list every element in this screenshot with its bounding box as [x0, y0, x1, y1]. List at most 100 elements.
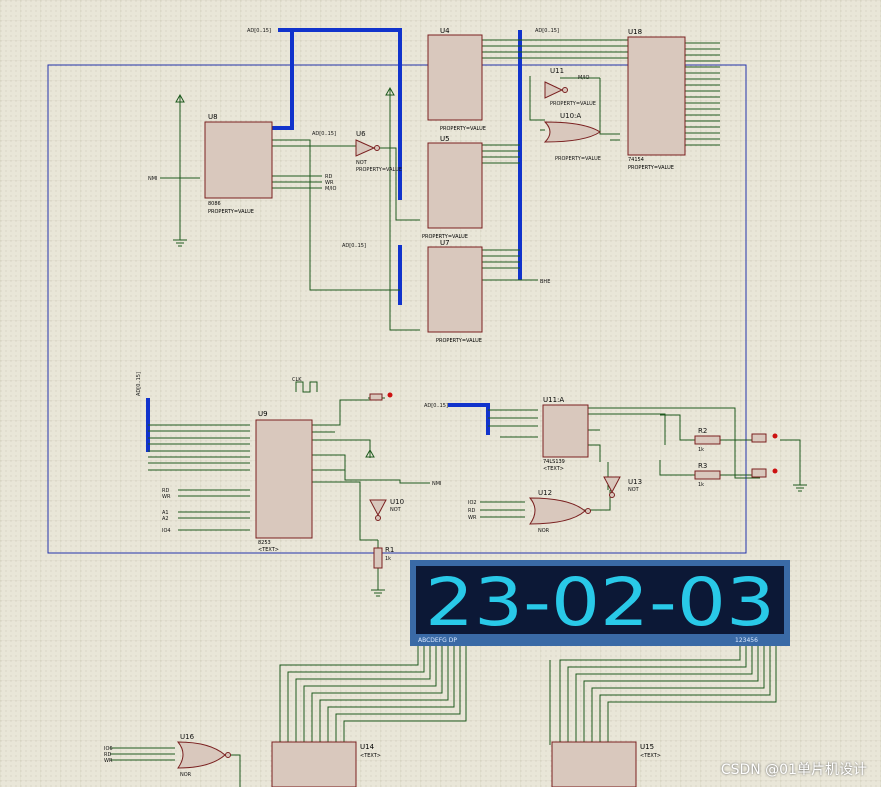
net-label: RD [104, 752, 111, 758]
gate-label: NOT [390, 507, 402, 513]
net-label: AD[0..15] [535, 28, 559, 34]
gate-ref: U10 [390, 498, 404, 506]
gate-u10a-or[interactable]: U10:A PROPERTY=VALUE [543, 112, 601, 162]
chip-u9[interactable]: U9 8253 <TEXT> [255, 410, 313, 553]
resistor-r2[interactable]: R2 1k [694, 427, 721, 453]
resistor-ref: R1 [385, 546, 394, 554]
net-label: WR [325, 180, 334, 186]
net-label: IO2 [468, 500, 477, 506]
net-label: WR [162, 494, 171, 500]
chip-sub: 74LS139 [543, 459, 565, 465]
net-label: NMI [432, 481, 442, 487]
chip-sub: 74154 [628, 157, 644, 163]
resistor-value: 1k [385, 556, 391, 562]
gate-u12-nor[interactable]: U12 NOR [528, 489, 591, 534]
display-pin-label-right: 123456 [735, 637, 758, 644]
switches: CLK [292, 377, 778, 478]
net-label: M/IO [325, 186, 336, 192]
chip-ref: U18 [628, 28, 642, 36]
gate-label: NOR [180, 772, 192, 778]
display-digits: 23-02-03 [425, 564, 775, 641]
resistor-value: 1k [698, 447, 704, 453]
gate-u6-not[interactable]: U6 NOT PROPERTY=VALUE [355, 130, 402, 173]
net-label: AD[0..15] [136, 372, 142, 396]
gate-u11-not[interactable]: U11 PROPERTY=VALUE [544, 67, 596, 107]
net-label: A1 [162, 510, 169, 516]
net-label: RD [468, 508, 475, 514]
resistor-value: 1k [698, 482, 704, 488]
chip-ref: U11:A [543, 396, 564, 404]
clock-source[interactable]: CLK [292, 377, 318, 393]
gate-u16-nor[interactable]: U16 NOR [176, 733, 231, 778]
power-arrows [175, 86, 395, 458]
gate-ref: U10:A [560, 112, 581, 120]
chip-prop: <TEXT> [543, 466, 564, 472]
display-pin-label-left: ABCDEFG DP [418, 637, 457, 644]
net-label: RD [325, 174, 332, 180]
net-labels: AD[0..15] AD[0..15] AD[0..15] AD[0..15] … [104, 28, 589, 764]
chip-ref: U7 [440, 239, 450, 247]
net-label: BHE [540, 279, 550, 285]
chip-ref: U14 [360, 743, 375, 751]
chip-u11a[interactable]: U11:A 74LS139 <TEXT> [542, 396, 589, 472]
net-label: M/IO [578, 75, 589, 81]
gate-ref: U11 [550, 67, 564, 75]
bus-lines [146, 28, 522, 452]
chip-ref: U9 [258, 410, 268, 418]
chip-u5[interactable]: U5 PROPERTY=VALUE [422, 135, 483, 240]
resistor-r3[interactable]: R3 1k [694, 462, 721, 488]
chip-u15[interactable]: U15 <TEXT> [551, 741, 661, 787]
gate-prop: PROPERTY=VALUE [356, 167, 402, 173]
gate-label: NOT [356, 160, 368, 166]
gate-ref: U6 [356, 130, 366, 138]
display-screen [416, 566, 784, 634]
gate-prop: PROPERTY=VALUE [550, 101, 596, 107]
switch-clk[interactable] [368, 392, 393, 401]
gate-label: NOT [628, 487, 640, 493]
gate-u13-not[interactable]: U13 NOT [603, 476, 642, 498]
resistor-r1[interactable]: R1 1k [373, 546, 394, 569]
ground-symbols [173, 239, 807, 597]
chip-u18[interactable]: U18 74154 PROPERTY=VALUE [627, 28, 686, 171]
gate-ref: U16 [180, 733, 195, 741]
chip-prop: <TEXT> [258, 547, 279, 553]
wires [110, 39, 801, 787]
gate-ref: U13 [628, 478, 642, 486]
gate-u10-not[interactable]: U10 NOT [369, 498, 404, 521]
net-label: AD[0..15] [342, 243, 366, 249]
gate-label: NOR [538, 528, 550, 534]
resistor-ref: R3 [698, 462, 707, 470]
net-label: WR [104, 758, 113, 764]
chip-sub: 8086 [208, 201, 221, 207]
chip-u8[interactable]: U8 8086 PROPERTY=VALUE [204, 113, 273, 215]
chip-prop: PROPERTY=VALUE [208, 209, 254, 215]
gate-prop: PROPERTY=VALUE [555, 156, 601, 162]
chip-sub: 8253 [258, 540, 271, 546]
clock-label: CLK [292, 377, 302, 383]
chip-prop: PROPERTY=VALUE [436, 338, 482, 344]
chip-u4[interactable]: U4 PROPERTY=VALUE [427, 27, 486, 132]
chip-ref: U8 [208, 113, 218, 121]
chip-prop: PROPERTY=VALUE [628, 165, 674, 171]
gates: U6 NOT PROPERTY=VALUE U11 PROPERTY=VALUE… [176, 67, 642, 778]
net-label: AD[0..15] [312, 131, 336, 137]
chip-ref: U5 [440, 135, 450, 143]
chip-ref: U4 [440, 27, 450, 35]
chip-u7[interactable]: U7 PROPERTY=VALUE [427, 239, 483, 344]
net-label: RD [162, 488, 169, 494]
chip-u14[interactable]: U14 <TEXT> [271, 741, 381, 787]
watermark: CSDN @01单片机设计 [720, 762, 867, 778]
blue-frame [47, 64, 747, 554]
chip-prop: <TEXT> [640, 753, 661, 759]
switch-key-1[interactable] [751, 433, 778, 443]
net-label: IO6 [104, 746, 113, 752]
resistor-ref: R2 [698, 427, 707, 435]
switch-key-2[interactable] [751, 468, 778, 478]
net-label: IO4 [162, 528, 171, 534]
chip-prop: <TEXT> [360, 753, 381, 759]
seven-segment-display[interactable]: 23-02-03 ABCDEFG DP 123456 [410, 560, 790, 646]
chip-ref: U15 [640, 743, 654, 751]
net-label: AD[0..15] [424, 403, 448, 409]
